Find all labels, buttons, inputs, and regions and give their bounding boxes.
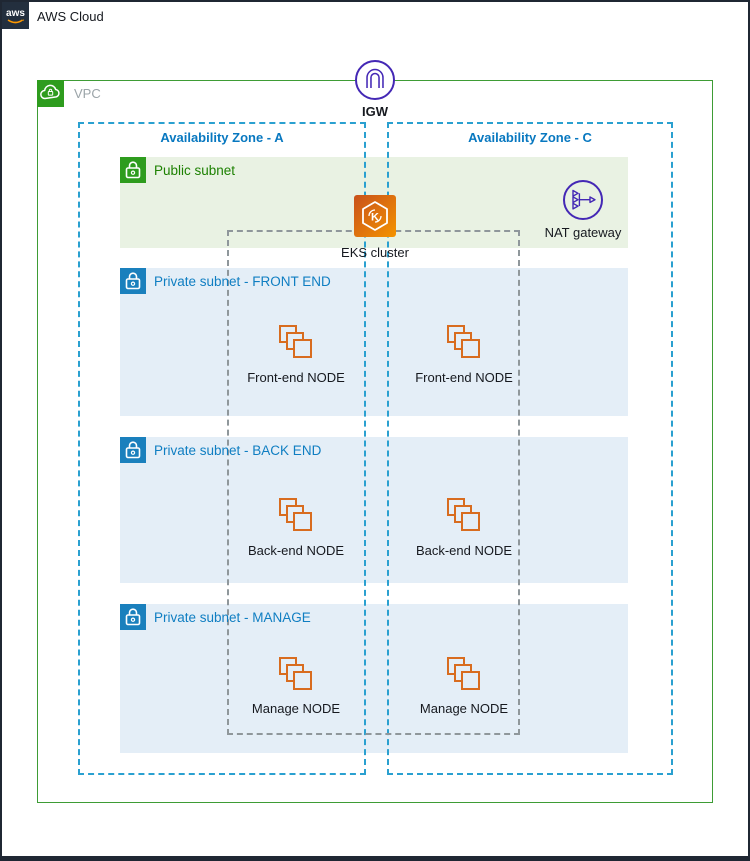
vpc-label: VPC xyxy=(74,86,101,101)
availability-zone-c: Availability Zone - C xyxy=(387,122,673,775)
backend-node-label-az-a: Back-end NODE xyxy=(247,543,345,558)
public-subnet-label: Public subnet xyxy=(154,162,236,178)
manage-node-icon-az-a xyxy=(276,655,316,695)
frontend-node-icon-az-a xyxy=(276,323,316,363)
svg-text:aws: aws xyxy=(6,8,25,19)
vpc-icon xyxy=(37,80,64,107)
backend-node-icon-az-c xyxy=(444,496,484,536)
availability-zone-a: Availability Zone - A xyxy=(78,122,366,775)
private-subnet-backend-lock-icon xyxy=(120,437,146,463)
availability-zone-c-label: Availability Zone - C xyxy=(468,130,592,145)
aws-cloud-title: AWS Cloud xyxy=(37,9,104,24)
frontend-node-icon-az-c xyxy=(444,323,484,363)
private-subnet-manage-band xyxy=(120,604,628,753)
eks-cluster-icon: K xyxy=(354,195,396,237)
frontend-node-label-az-a: Front-end NODE xyxy=(247,370,345,385)
backend-node-label-az-c: Back-end NODE xyxy=(415,543,513,558)
private-subnet-frontend-lock-icon xyxy=(120,268,146,294)
aws-logo-icon: aws xyxy=(6,8,25,24)
public-subnet-lock-icon xyxy=(120,157,146,183)
private-subnet-backend-band xyxy=(120,437,628,583)
frontend-node-label-az-c: Front-end NODE xyxy=(415,370,513,385)
private-subnet-frontend-label: Private subnet - FRONT END xyxy=(154,273,331,289)
private-subnet-manage-label: Private subnet - MANAGE xyxy=(154,609,311,625)
igw-label: IGW xyxy=(362,104,388,119)
aws-logo: aws xyxy=(2,2,29,29)
manage-node-icon-az-c xyxy=(444,655,484,695)
backend-node-icon-az-a xyxy=(276,496,316,536)
manage-node-label-az-c: Manage NODE xyxy=(419,701,509,716)
private-subnet-backend-label: Private subnet - BACK END xyxy=(154,442,322,458)
availability-zone-a-label: Availability Zone - A xyxy=(160,130,284,145)
svg-text:K: K xyxy=(371,212,379,224)
internet-gateway-icon xyxy=(355,60,395,100)
nat-gateway-icon xyxy=(563,180,603,220)
eks-cluster-label: EKS cluster xyxy=(341,245,409,260)
private-subnet-manage-lock-icon xyxy=(120,604,146,630)
nat-gateway-label: NAT gateway xyxy=(544,225,622,240)
private-subnet-frontend-band xyxy=(120,268,628,416)
manage-node-label-az-a: Manage NODE xyxy=(251,701,341,716)
